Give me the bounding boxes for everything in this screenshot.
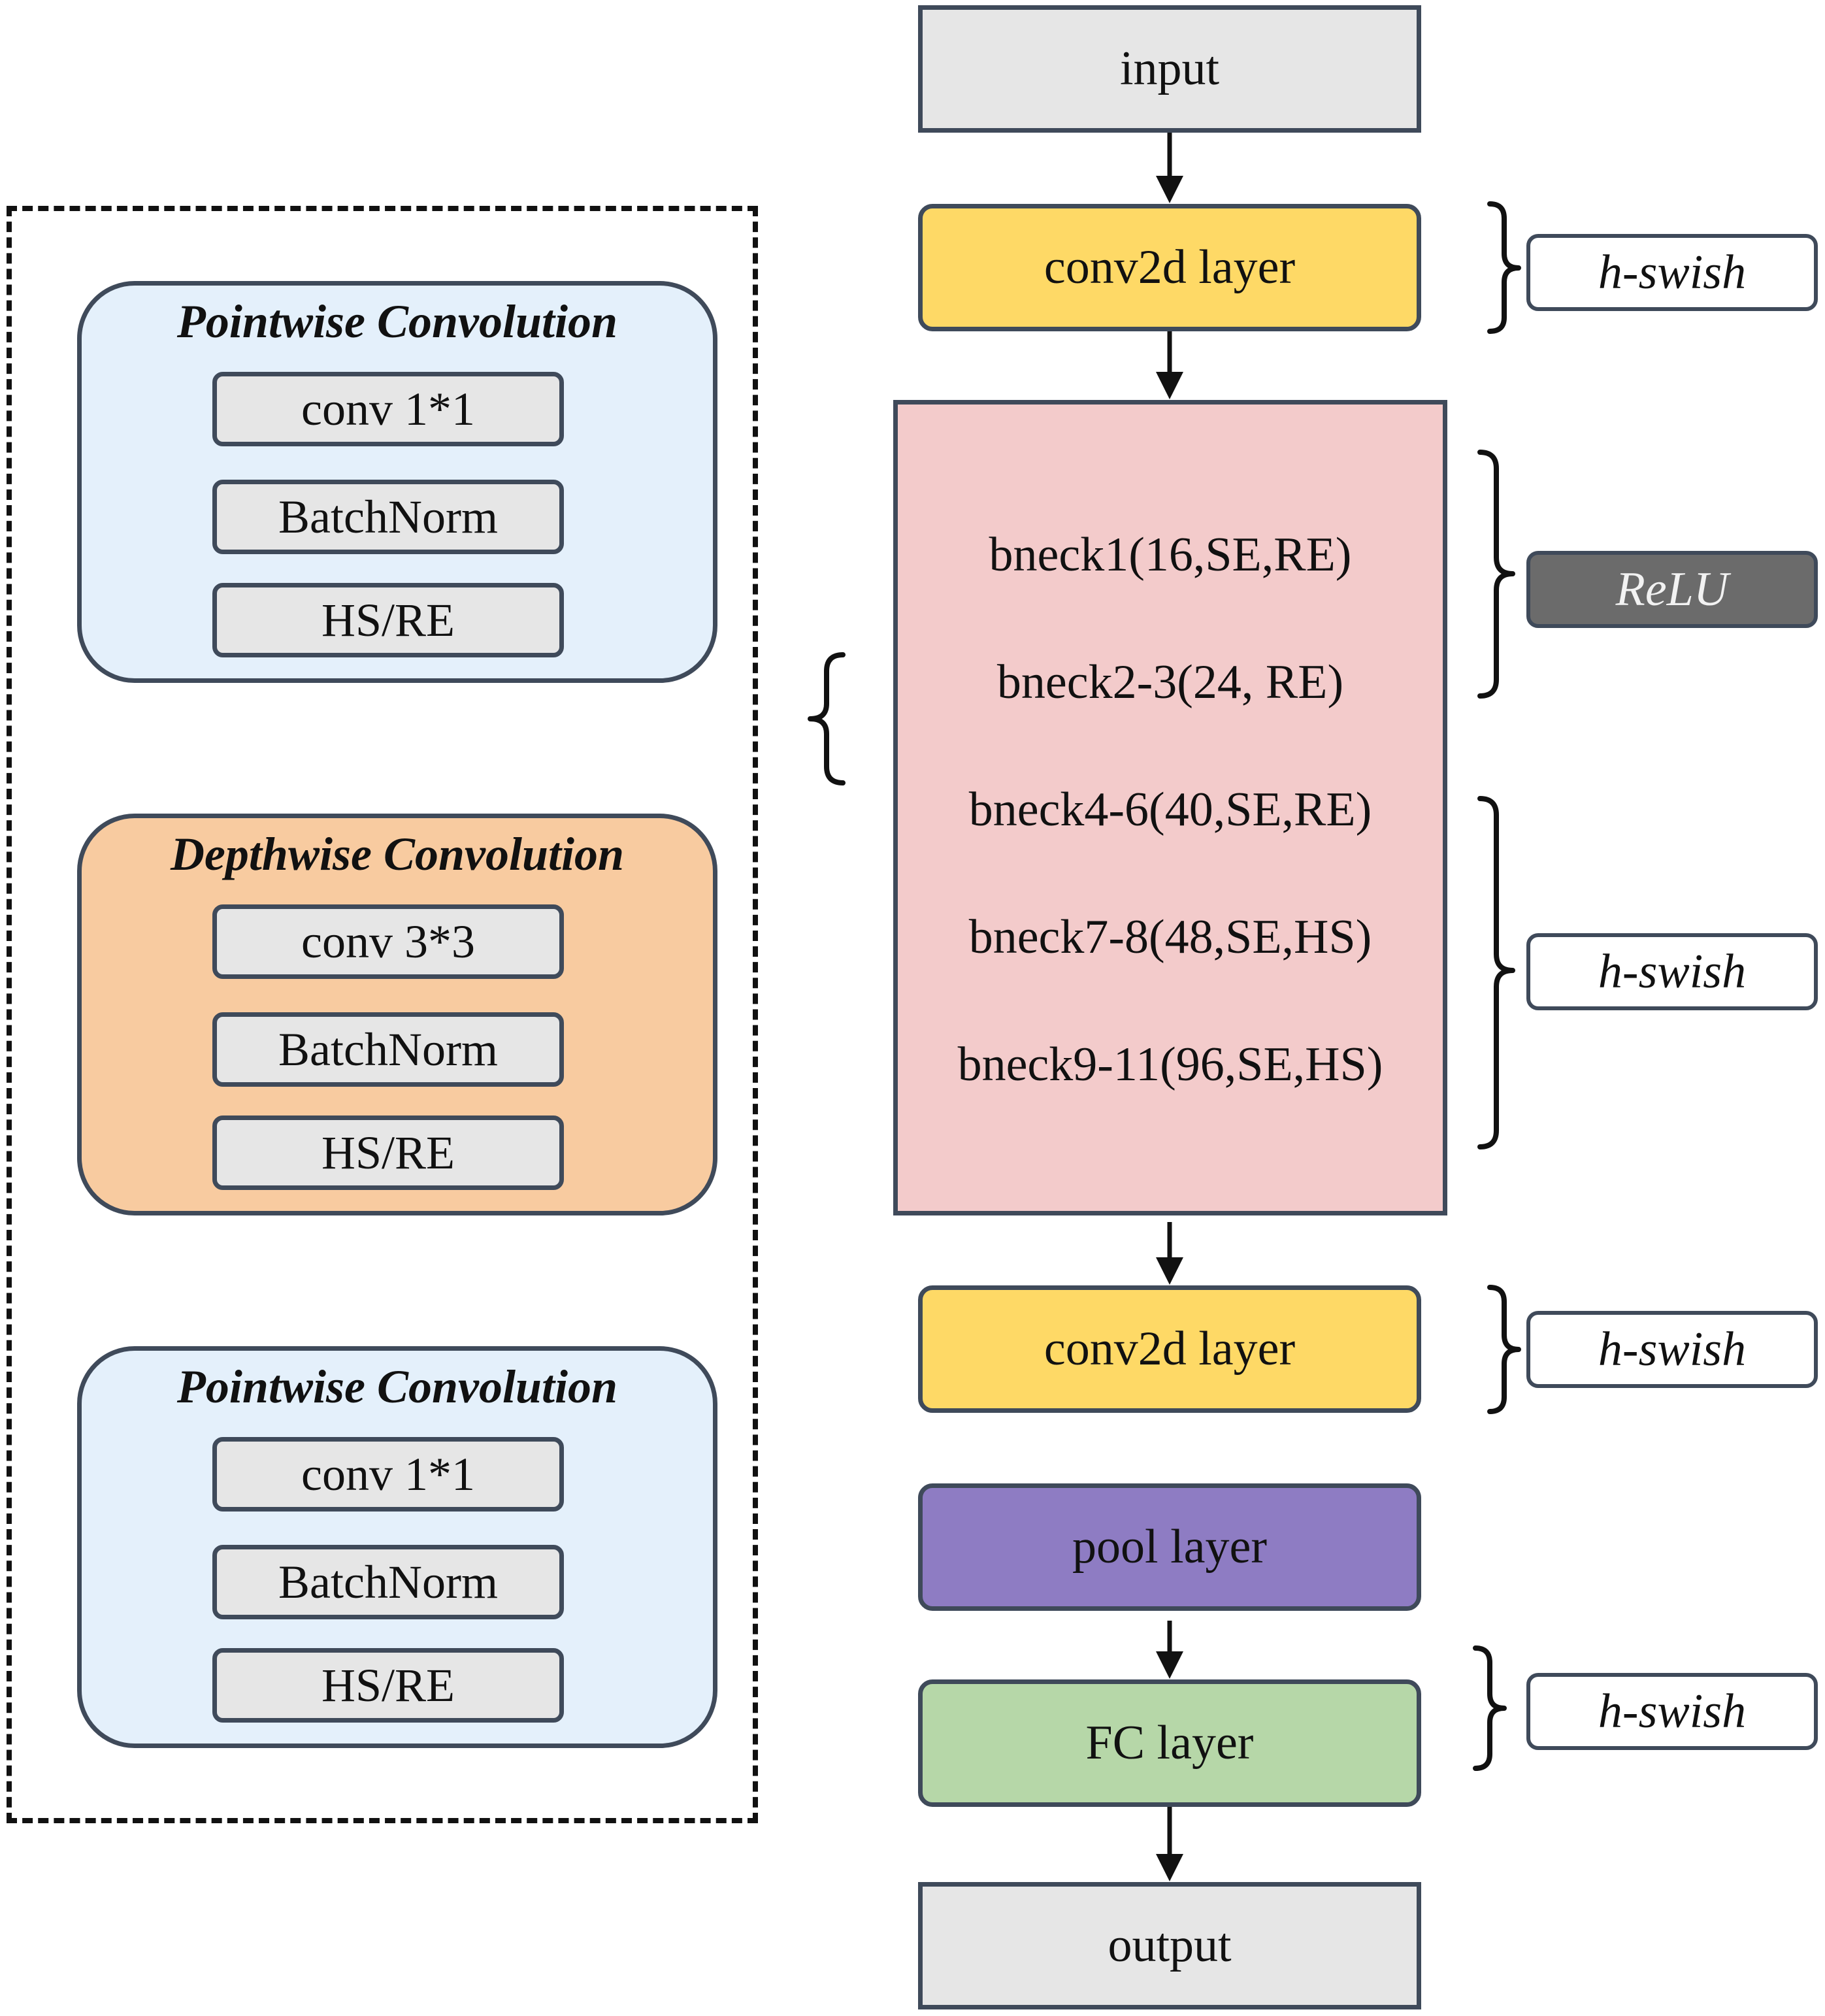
depthwise-group: Depthwise Convolution conv 3*3 BatchNorm… <box>77 814 717 1215</box>
activation-h-swish-conv: h-swish <box>1526 1311 1818 1388</box>
bneck-line: bneck4-6(40,SE,RE) <box>968 783 1372 836</box>
conv-1x1-box: conv 1*1 <box>212 1437 564 1512</box>
input-box: input <box>918 5 1421 133</box>
activation-box: HS/RE <box>212 1115 564 1190</box>
bneck-block: bneck1(16,SE,RE) bneck2-3(24, RE) bneck4… <box>893 400 1447 1215</box>
bneck-line: bneck1(16,SE,RE) <box>989 528 1352 582</box>
brace-fc <box>1473 1645 1507 1771</box>
activation-box: HS/RE <box>212 1648 564 1723</box>
separable-block-frame <box>7 206 758 1823</box>
conv-3x3-box: conv 3*3 <box>212 904 564 979</box>
activation-relu: ReLU <box>1526 551 1818 628</box>
batchnorm-box: BatchNorm <box>212 480 564 554</box>
activation-h-swish-middle: h-swish <box>1526 933 1818 1010</box>
group-title: Pointwise Convolution <box>176 1361 618 1413</box>
conv-1x1-box: conv 1*1 <box>212 372 564 446</box>
output-box: output <box>918 1882 1421 2009</box>
pointwise-group-1: Pointwise Convolution conv 1*1 BatchNorm… <box>77 281 717 683</box>
brace-separable <box>808 652 846 785</box>
brace-relu <box>1477 450 1515 699</box>
bneck-line: bneck7-8(48,SE,HS) <box>968 910 1372 964</box>
conv2d-layer-bottom: conv2d layer <box>918 1285 1421 1413</box>
bneck-line: bneck2-3(24, RE) <box>996 655 1344 709</box>
pointwise-group-2: Pointwise Convolution conv 1*1 BatchNorm… <box>77 1346 717 1748</box>
activation-h-swish-top: h-swish <box>1526 234 1818 311</box>
activation-box: HS/RE <box>212 583 564 657</box>
activation-h-swish-fc: h-swish <box>1526 1673 1818 1750</box>
conv2d-layer-top: conv2d layer <box>918 204 1421 331</box>
brace-conv-bottom <box>1487 1285 1521 1414</box>
brace-conv-top <box>1487 201 1521 334</box>
bneck-line: bneck9-11(96,SE,HS) <box>957 1038 1383 1091</box>
fc-layer: FC layer <box>918 1679 1421 1807</box>
batchnorm-box: BatchNorm <box>212 1012 564 1087</box>
batchnorm-box: BatchNorm <box>212 1545 564 1619</box>
group-title: Pointwise Convolution <box>176 295 618 348</box>
brace-h-swish-middle <box>1477 796 1515 1149</box>
pool-layer: pool layer <box>918 1483 1421 1611</box>
group-title: Depthwise Convolution <box>170 828 625 880</box>
